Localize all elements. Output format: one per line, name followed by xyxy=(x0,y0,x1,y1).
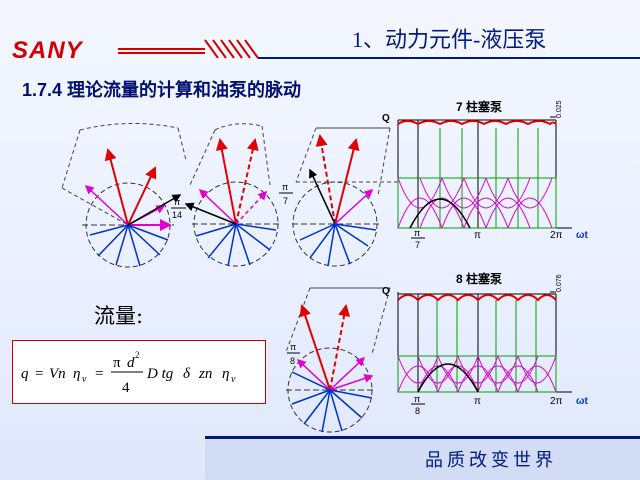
graph8-green-lines xyxy=(436,300,537,392)
formula-sq: 2 xyxy=(135,350,140,360)
formula-v-sub2: v xyxy=(231,374,236,385)
graph8-envelope-box xyxy=(397,355,557,393)
label-pi-c: π xyxy=(290,342,296,352)
formula-d: d xyxy=(127,355,135,371)
graph7-x-axis: ωt xyxy=(576,230,588,241)
formula-eq1: = xyxy=(35,366,43,382)
graph7-envelope-box xyxy=(397,177,557,229)
slide-title: 1、动力元件-液压泵 xyxy=(352,27,547,52)
formula-zn: zn xyxy=(198,366,212,382)
footer-slogan: 品质改变世界 xyxy=(425,450,557,471)
graph7-black-curve xyxy=(409,198,471,229)
formula-delta: δ xyxy=(183,366,191,382)
header-stripes xyxy=(118,39,259,59)
graph8-x-axis: ωt xyxy=(576,396,588,407)
flow-formula: q = Vn η v = π d 2 4 D tg δ zn η v xyxy=(21,350,236,396)
graph7-x-2pi: 2π xyxy=(550,230,563,241)
graph8-x-pi: π xyxy=(474,396,481,407)
formula-q: q xyxy=(21,366,29,382)
sany-logo: SANY xyxy=(12,37,83,64)
diagram-7-pistons-a xyxy=(61,123,187,268)
graph8-amp-label: 0.076 xyxy=(556,274,563,292)
formula-box: q = Vn η v = π d 2 4 D tg δ zn η v xyxy=(12,340,266,404)
formula-eta: η xyxy=(73,366,80,382)
graph7-amp-label: 0.025 xyxy=(556,100,563,118)
graph7-title: 7 柱塞泵 xyxy=(456,99,502,114)
graph8-y-label: Q xyxy=(382,286,390,297)
graph7-magenta-curves xyxy=(397,177,553,229)
graph7-x-pi-den: 7 xyxy=(415,240,420,250)
footer-band xyxy=(205,436,640,480)
diagram-8-pistons xyxy=(285,287,391,433)
formula-Dtg: D tg xyxy=(146,366,174,382)
graph8-ripple xyxy=(397,294,557,302)
label-fourteen: 14 xyxy=(172,210,182,220)
formula-Vn: Vn xyxy=(49,366,66,382)
formula-eq2: = xyxy=(95,366,103,382)
formula-pi: π xyxy=(113,355,121,371)
section-title: 1.7.4 理论流量的计算和油泵的脉动 xyxy=(22,80,302,100)
label-pi-a: π xyxy=(174,197,180,207)
flow-label: 流量: xyxy=(94,304,144,328)
graph8-black-curve xyxy=(417,363,479,393)
formula-v-sub: v xyxy=(82,374,87,385)
label-eight: 8 xyxy=(290,356,295,366)
graph7-x-pi-num: π xyxy=(414,228,420,238)
diagram-7-pistons-c xyxy=(292,127,398,267)
label-seven: 7 xyxy=(283,196,288,206)
formula-den4: 4 xyxy=(122,380,130,396)
graph8-x-pi-num: π xyxy=(414,394,420,404)
graph7-ripple xyxy=(397,120,557,126)
label-pi-b: π xyxy=(282,182,288,192)
graph8-x-pi-den: 8 xyxy=(415,406,420,416)
graph8-x-2pi: 2π xyxy=(550,396,563,407)
graph7-y-label: Q xyxy=(382,113,390,124)
graph7-x-pi: π xyxy=(474,230,481,241)
graph8-magenta-curves xyxy=(397,355,557,393)
diagram-7-pistons-b xyxy=(184,123,282,267)
formula-eta2: η xyxy=(222,366,229,382)
graph8-title: 8 柱塞泵 xyxy=(456,271,502,286)
